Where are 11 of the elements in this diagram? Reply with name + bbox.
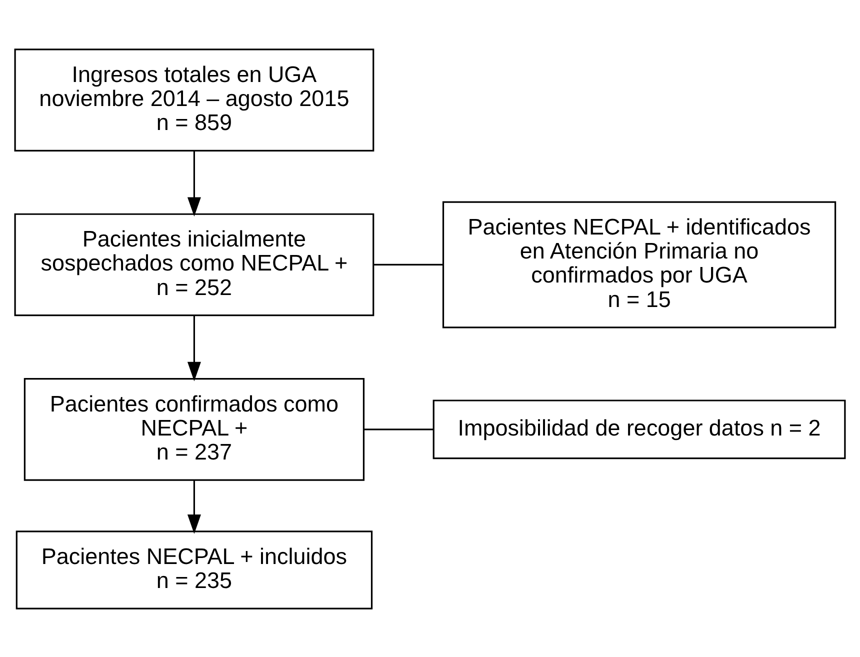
arrow <box>187 150 201 216</box>
node-box: Imposibilidad de recoger datos n = 2 <box>432 399 846 459</box>
node-box: Ingresos totales en UGA noviembre 2014 – agosto 2015 n = 859 <box>14 48 374 151</box>
node-box: Pacientes NECPAL + identificados en Atención Primaria no confirmados por UGA n = 15 <box>442 200 836 328</box>
node-box: Pacientes NECPAL + incluidos n = 235 <box>16 530 373 609</box>
connector <box>364 428 434 430</box>
arrow <box>187 480 201 534</box>
connector <box>374 263 444 266</box>
node-box: Pacientes confirmados como NECPAL + n = 237 <box>24 378 365 480</box>
arrow <box>187 315 201 381</box>
node-box: Pacientes inicialmente sospechados como NECPAL + n = 252 <box>14 212 374 316</box>
